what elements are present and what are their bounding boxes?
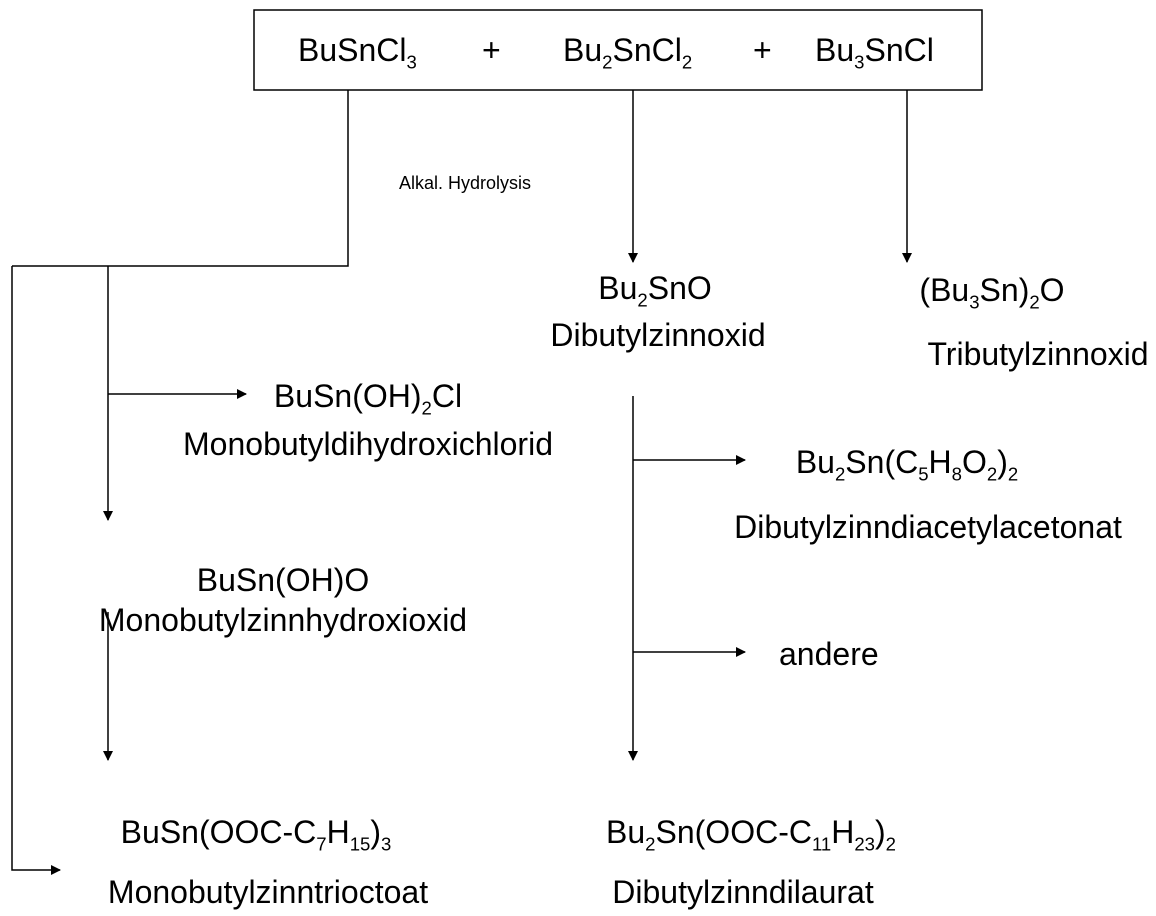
text-part: H [326, 814, 350, 850]
text-part: Monobutylzinntrioctoat [107, 874, 429, 910]
text-part: O [961, 444, 987, 480]
subscript: 5 [918, 463, 929, 485]
text-part: Sn(OOC-C [655, 814, 812, 850]
reactant-busncl3: BuSnCl3 [298, 34, 417, 72]
text-part: Sn(C [845, 444, 919, 480]
monobutylzinntrioctoat-formula: BuSn(OOC-C7H15)3 [121, 816, 392, 854]
subscript: 2 [834, 463, 846, 485]
left-outer-arrow [11, 266, 61, 875]
subscript: 2 [681, 51, 693, 73]
monobutyldihydroxichlorid-name: Monobutyldihydroxichlorid [183, 428, 553, 460]
reaction-condition-label: Alkal. Hydrolysis [399, 174, 531, 192]
plus-sign: + [753, 34, 772, 66]
monobutylzinnhydroxioxid-name: Monobutylzinnhydroxioxid [99, 604, 467, 636]
text-part: Dibutylzinnoxid [550, 317, 766, 353]
subscript: 11 [811, 833, 832, 855]
text-part: SnCl [864, 32, 934, 68]
text-part: Bu [815, 32, 855, 68]
text-part: Monobutylzinnhydroxioxid [98, 602, 468, 638]
text-part: Bu [563, 32, 603, 68]
subscript: 3 [854, 51, 865, 73]
monobutylzinntrioctoat-name: Monobutylzinntrioctoat [108, 876, 428, 908]
text-part: + [482, 32, 501, 68]
dibutylzinndilaurat-name: Dibutylzinndilaurat [612, 876, 873, 908]
subscript: 2 [986, 463, 998, 485]
text-part: H [831, 814, 855, 850]
subscript: 23 [854, 833, 875, 855]
text-part: Bu [606, 814, 646, 850]
subscript: 3 [969, 291, 980, 313]
text-part: Tributylzinnoxid [927, 336, 1149, 372]
subscript: 3 [381, 833, 392, 855]
subscript: 2 [645, 833, 656, 855]
reactant-bu3sncl: Bu3SnCl [815, 34, 934, 72]
text-part: Dibutylzinndilaurat [612, 874, 874, 910]
monobutyl-branch-line [12, 90, 349, 267]
subscript: 2 [637, 289, 648, 311]
text-part: + [753, 32, 772, 68]
subscript: 2 [1029, 291, 1040, 313]
subscript: 2 [885, 833, 896, 855]
text-part: (Bu [919, 272, 970, 308]
monobutyldihydroxichlorid-formula: BuSn(OH)2Cl [274, 380, 462, 418]
subscript: 15 [349, 833, 371, 855]
dibutylzinnoxid-name: Dibutylzinnoxid [550, 319, 765, 351]
subscript: 8 [951, 463, 962, 485]
text-part: ) [874, 814, 886, 850]
subscript: 3 [406, 51, 417, 73]
text-part: O [1039, 272, 1065, 308]
text-part: Cl [431, 378, 463, 414]
reactant-box [253, 9, 983, 91]
dibutylzinnoxid-formula: Bu2SnO [598, 272, 712, 310]
text-part: Bu [598, 270, 638, 306]
text-part: Dibutylzinndiacetylacetonat [734, 509, 1122, 545]
text-part: BuSn(OH) [273, 378, 422, 414]
text-part: ) [370, 814, 381, 850]
text-part: Bu [795, 444, 835, 480]
text-part: BuSnCl [298, 32, 407, 68]
tributylzinnoxid-formula: (Bu3Sn)2O [919, 274, 1064, 312]
subscript: 2 [602, 51, 613, 73]
tributylzinnoxid-name: Tributylzinnoxid [927, 338, 1148, 370]
monobutylzinnhydroxioxid-formula: BuSn(OH)O [197, 564, 369, 596]
text-part: Alkal. Hydrolysis [399, 173, 532, 193]
text-part: SnO [647, 270, 712, 306]
text-part: ) [997, 444, 1008, 480]
subscript: 2 [421, 397, 432, 419]
subscript: 2 [1007, 463, 1019, 485]
plus-sign: + [482, 34, 501, 66]
text-part: Sn) [979, 272, 1030, 308]
dibutylzinndiacetylacetonat-name: Dibutylzinndiacetylacetonat [734, 511, 1122, 543]
text-part: BuSn(OH)O [196, 562, 370, 598]
subscript: 7 [316, 833, 327, 855]
dibutylzinndiacetylacetonat-formula: Bu2Sn(C5H8O2)2 [796, 446, 1018, 484]
reactant-bu2sncl2: Bu2SnCl2 [563, 34, 692, 72]
andere-label: andere [779, 638, 879, 670]
text-part: Monobutyldihydroxichlorid [183, 426, 553, 462]
text-part: andere [779, 636, 879, 672]
dibutylzinndilaurat-formula: Bu2Sn(OOC-C11H23)2 [606, 816, 896, 854]
text-part: BuSn(OOC-C [120, 814, 317, 850]
text-part: H [928, 444, 952, 480]
text-part: SnCl [612, 32, 682, 68]
